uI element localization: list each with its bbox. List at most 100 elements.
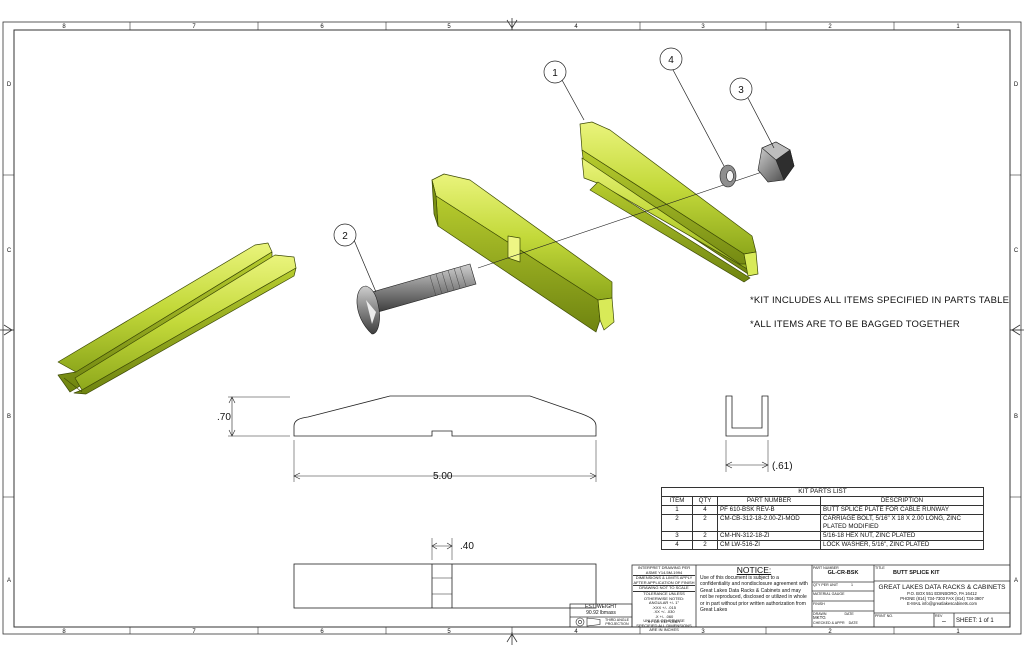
cell-description: BUTT SPLICE PLATE FOR CABLE RUNWAY bbox=[820, 505, 984, 515]
notice-block: NOTICE: Use of this document is subject … bbox=[697, 566, 811, 614]
balloon-1-label: 1 bbox=[552, 68, 558, 79]
third-angle-label: THIRD ANGLE PROJECTION bbox=[605, 618, 629, 627]
row-label: D bbox=[7, 82, 12, 88]
cell-item: 2 bbox=[661, 514, 693, 532]
col-label-bottom: 4 bbox=[574, 629, 578, 635]
row-label: A bbox=[7, 578, 11, 584]
sheet-border bbox=[0, 18, 1024, 645]
dim-length: 5.00 bbox=[433, 471, 453, 482]
cell-qty: 2 bbox=[692, 531, 718, 541]
dim-channel-width: (.61) bbox=[772, 461, 793, 472]
cell-qty: 2 bbox=[692, 514, 718, 532]
splice-plate-left bbox=[57, 242, 297, 395]
col-label-top: 8 bbox=[62, 24, 66, 30]
parts-table: KIT PARTS LIST ITEM QTY PART NUMBER DESC… bbox=[661, 487, 984, 550]
units-note: UNLESS OTHERWISE SPECIFIED ALL DIMENSION… bbox=[636, 618, 692, 633]
end-view bbox=[725, 395, 769, 472]
carriage-bolt bbox=[356, 263, 477, 335]
drawn-date-label: DATE bbox=[844, 612, 854, 616]
finish-label: FINISH bbox=[813, 602, 825, 606]
balloon-3 bbox=[729, 77, 753, 101]
row-label: A bbox=[1014, 578, 1018, 584]
cell-part-number: CM LW-516-ZI bbox=[717, 540, 821, 550]
balloon-1 bbox=[543, 60, 567, 84]
row-label: C bbox=[7, 248, 12, 254]
est-weight: EST. WEIGHT 90.92 lbmass bbox=[571, 604, 631, 616]
cell-item: 4 bbox=[661, 540, 693, 550]
notice-text: Use of this document is subject to a con… bbox=[700, 575, 808, 614]
lock-washer bbox=[719, 164, 737, 188]
balloon-group bbox=[333, 47, 775, 293]
est-weight-value: 90.92 lbmass bbox=[586, 609, 616, 616]
material-label: MATERIAL GAUGE bbox=[813, 592, 845, 596]
kit-note: *KIT INCLUDES ALL ITEMS SPECIFIED IN PAR… bbox=[750, 295, 1010, 306]
hex-nut bbox=[757, 141, 795, 183]
x-tol: .X +/- .060 bbox=[654, 613, 674, 619]
dim-slot-width: .40 bbox=[460, 541, 474, 552]
balloon-4 bbox=[659, 47, 683, 71]
balloon-2 bbox=[333, 223, 357, 247]
col-label-bottom: 8 bbox=[62, 629, 66, 635]
parts-table-title: KIT PARTS LIST bbox=[661, 487, 984, 496]
checked-date-label: DATE bbox=[848, 620, 858, 625]
col-label-top: 7 bbox=[192, 24, 196, 30]
col-label-top: 3 bbox=[701, 24, 705, 30]
col-label-top: 6 bbox=[320, 24, 324, 30]
title-block: TITLE BUTT SPLICE KIT bbox=[875, 566, 1009, 576]
angular-tol: ANGULAR +/- 1° bbox=[648, 600, 680, 606]
xxx-tol: .XXX +/- .015 bbox=[652, 604, 676, 610]
title-label: TITLE bbox=[875, 566, 885, 570]
splice-plate-center bbox=[431, 173, 615, 333]
cell-part-number: CM-CB-312-18-2.00-ZI-MOD bbox=[717, 514, 821, 532]
rev-label: REV bbox=[935, 614, 943, 618]
tolerances-text: TOLERANCE UNLESS OTHERWISE NOTED: bbox=[643, 590, 685, 601]
company-block: GREAT LAKES DATA RACKS & CABINETS P.O. B… bbox=[875, 584, 1009, 606]
col-label-top: 1 bbox=[956, 24, 960, 30]
balloon-4-label: 4 bbox=[668, 55, 674, 66]
balloon-2-label: 2 bbox=[342, 231, 348, 242]
rev-block: REV – bbox=[935, 614, 953, 625]
table-row: 2 2 CM-CB-312-18-2.00-ZI-MOD CARRIAGE BO… bbox=[661, 514, 984, 532]
company-address: P.O. BOX 551 EDINBORO, PA 16412 bbox=[907, 591, 977, 596]
col-header-item: ITEM bbox=[661, 496, 693, 506]
qty-label: QTY PER UNIT bbox=[813, 583, 839, 587]
col-label-bottom: 2 bbox=[828, 629, 832, 635]
col-label-bottom: 1 bbox=[956, 629, 960, 635]
row-label: B bbox=[7, 414, 11, 420]
third-angle-projection-icon bbox=[575, 617, 601, 627]
company-name: GREAT LAKES DATA RACKS & CABINETS bbox=[878, 584, 1006, 591]
xx-tol: .XX +/- .030 bbox=[653, 609, 675, 615]
dim-height: .70 bbox=[217, 412, 231, 423]
col-label-top: 5 bbox=[447, 24, 451, 30]
col-label-bottom: 5 bbox=[447, 629, 451, 635]
col-header-description: DESCRIPTION bbox=[820, 496, 984, 506]
col-header-part-number: PART NUMBER bbox=[717, 496, 821, 506]
cell-qty: 4 bbox=[692, 505, 718, 515]
table-row: 1 4 PF 610-BSK REV-B BUTT SPLICE PLATE F… bbox=[661, 505, 984, 515]
sheet-number: SHEET: 1 of 1 bbox=[956, 618, 994, 624]
title-block-lines bbox=[569, 564, 1011, 628]
cell-description: 5/16-18 HEX NUT, ZINC PLATED bbox=[820, 531, 984, 541]
col-label-bottom: 3 bbox=[701, 629, 705, 635]
assembly-axis-line bbox=[477, 169, 769, 269]
tolerance-block: INTERPRET DRAWING PER ASME Y14.5M-1994 D… bbox=[633, 565, 695, 624]
side-view bbox=[228, 395, 597, 482]
col-label-bottom: 6 bbox=[320, 629, 324, 635]
col-header-qty: QTY bbox=[692, 496, 718, 506]
row-label: D bbox=[1014, 82, 1019, 88]
company-email: E-MAIL info@greatlakescabinets.com bbox=[907, 601, 977, 606]
print-no-label: PRINT NO. bbox=[875, 614, 894, 618]
est-weight-label: EST. WEIGHT bbox=[585, 604, 617, 610]
cell-description: CARRIAGE BOLT, 5/16" X 18 X 2.00 LONG, Z… bbox=[820, 514, 984, 532]
cell-item: 1 bbox=[661, 505, 693, 515]
balloon-3-label: 3 bbox=[738, 85, 744, 96]
drawn-label: DRAWN bbox=[813, 612, 827, 616]
row-label: B bbox=[1014, 414, 1018, 420]
drawn-value: MKTG bbox=[813, 615, 826, 621]
splice-plate-right bbox=[579, 121, 759, 283]
part-number-value: GL-CR-BSK bbox=[827, 570, 859, 576]
table-row: 4 2 CM LW-516-ZI LOCK WASHER, 5/16", ZIN… bbox=[661, 540, 984, 550]
company-phone: PHONE (814) 734-7303 FAX (814) 734-3907 bbox=[900, 596, 984, 601]
